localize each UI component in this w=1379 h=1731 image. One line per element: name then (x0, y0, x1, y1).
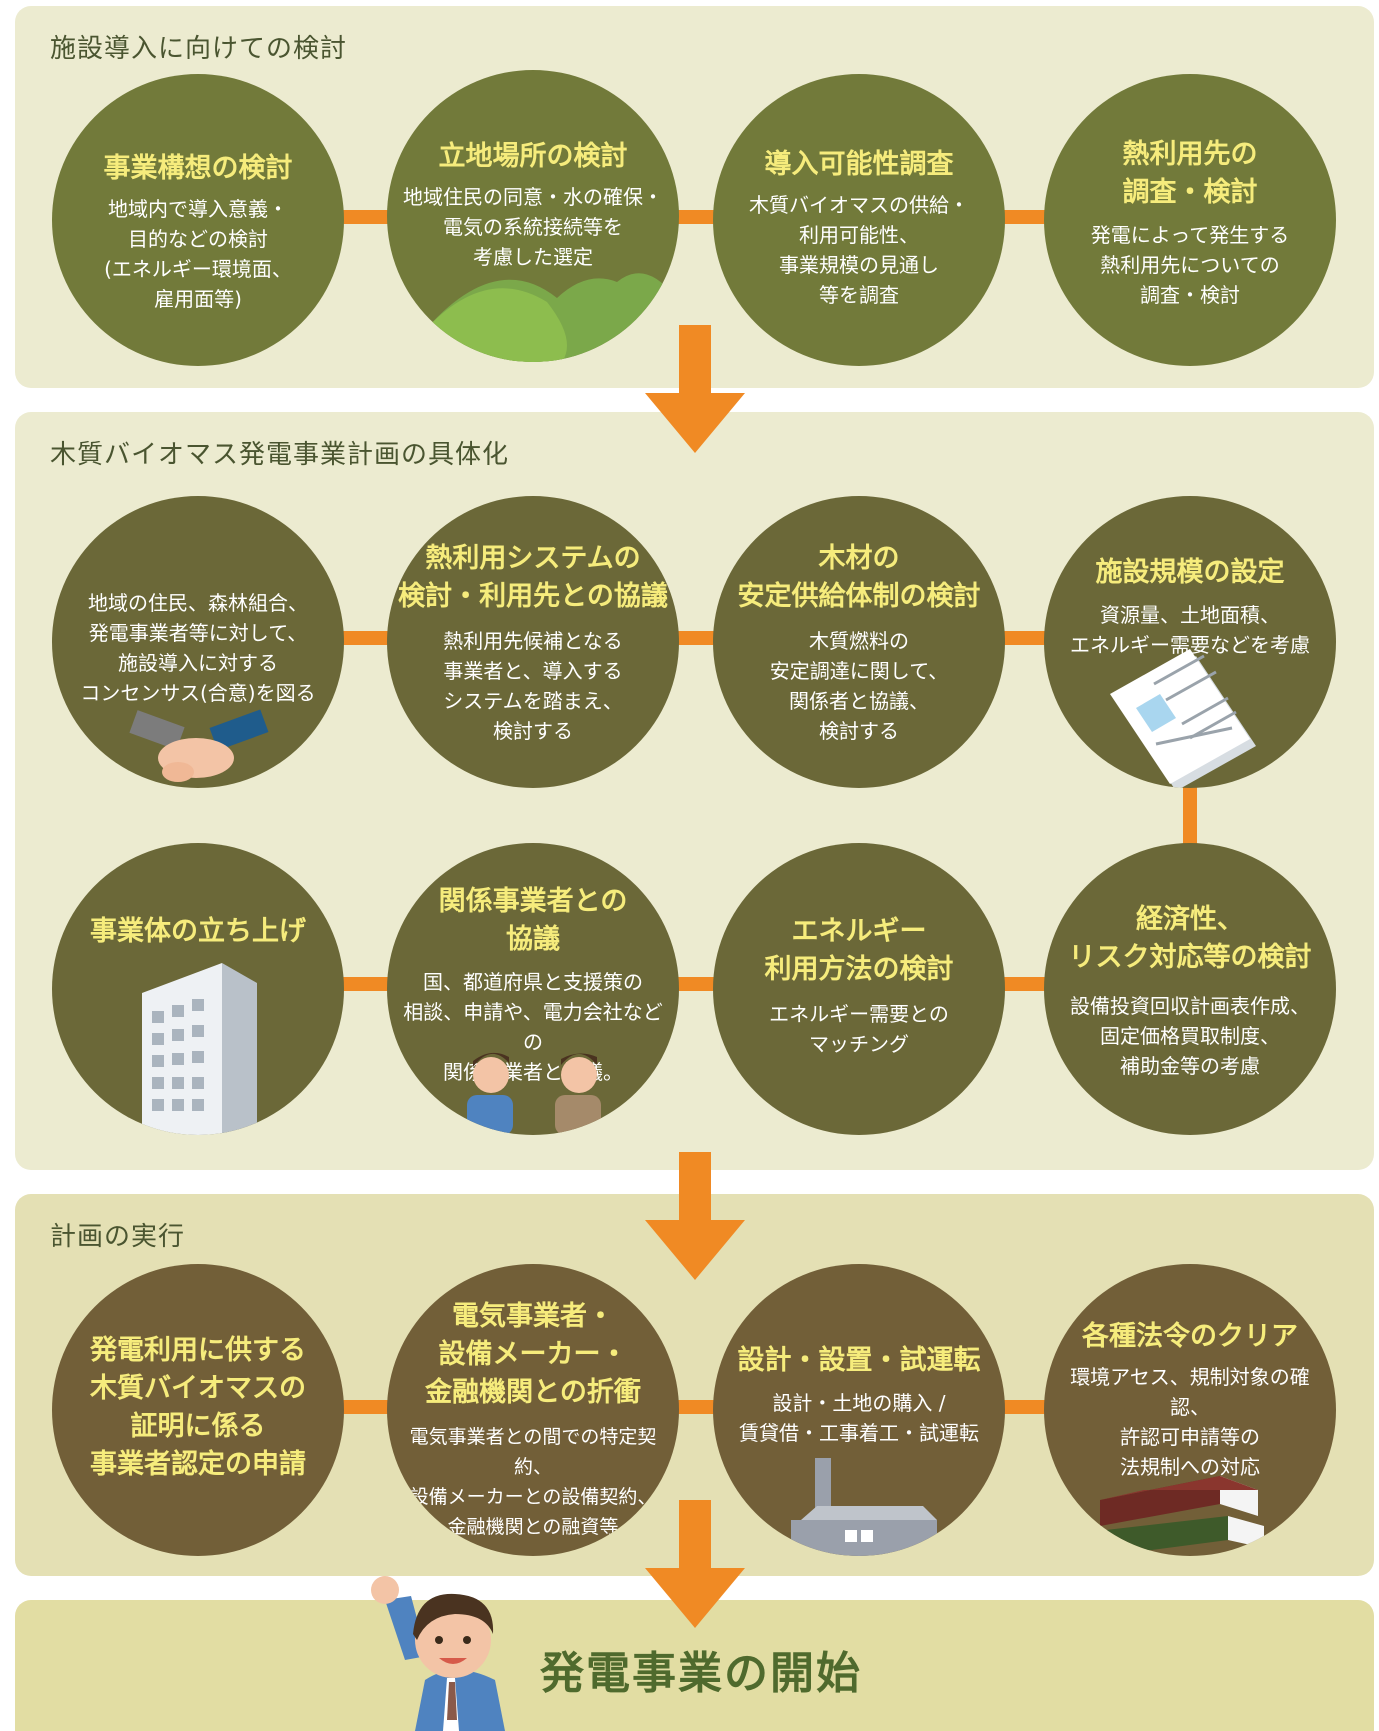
office-building-icon (142, 963, 257, 1135)
step-title: 各種法令のクリア (1082, 1321, 1298, 1352)
step-description: 地域住民の同意・水の確保・ 電気の系統接続等を 考慮した選定 (403, 185, 663, 269)
step-heat-system: 熱利用システムの 検討・利用先との協議 熱利用先候補となる 事業者と、導入する … (387, 496, 679, 788)
step-description: 設計・土地の購入 / 賃貸借・工事着工・試運転 (739, 1391, 979, 1445)
down-arrow-icon (645, 325, 745, 453)
step-certification-application: 発電利用に供する 木質バイオマスの 証明に係る 事業者認定の申請 (52, 1264, 344, 1556)
step-business-concept: 事業構想の検討 地域内で導入意義・ 目的などの検討 (エネルギー環境面、 雇用面… (52, 74, 344, 366)
books-icon (1100, 1476, 1264, 1556)
connector (1183, 780, 1197, 846)
step-description: 地域内で導入意義・ 目的などの検討 (エネルギー環境面、 雇用面等) (104, 197, 292, 311)
step-title: 発電利用に供する 木質バイオマスの 証明に係る 事業者認定の申請 (90, 1335, 306, 1480)
step-title: 熱利用先の 調査・検討 (1122, 139, 1258, 208)
down-arrow-icon (645, 1500, 745, 1628)
step-wood-supply: 木材の 安定供給体制の検討 木質燃料の 安定調達に関して、 関係者と協議、 検討… (713, 496, 1005, 788)
people-talking-icon (467, 1052, 601, 1135)
step-economic-risk: 経済性、 リスク対応等の検討 設備投資回収計画表作成、 固定価格買取制度、 補助… (1044, 843, 1336, 1135)
connector (1000, 210, 1052, 224)
step-description: 熱利用先候補となる 事業者と、導入する システムを踏まえ、 検討する (443, 629, 623, 743)
connector (1000, 977, 1052, 991)
connector (670, 1400, 722, 1414)
section-title-planning: 木質バイオマス発電事業計画の具体化 (50, 440, 510, 470)
step-description: 発電によって発生する 熱利用先についての 調査・検討 (1090, 223, 1290, 307)
step-legal-compliance: 各種法令のクリア 環境アセス、規制対象の確認、 許認可申請等の 法規制への対応 (1044, 1264, 1336, 1556)
step-title: 導入可能性調査 (764, 149, 954, 180)
step-consensus-building: 地域の住民、森林組合、 発電事業者等に対して、 施設導入に対する コンセンサス(… (52, 496, 344, 788)
connector (340, 631, 392, 645)
businessman-icon (371, 1576, 505, 1731)
mountain-illustration (387, 273, 679, 362)
step-description: 電気事業者との間での特定契約、 設備メーカーとの設備契約、 金融機関との融資等 (409, 1426, 657, 1538)
step-heat-use-survey: 熱利用先の 調査・検討 発電によって発生する 熱利用先についての 調査・検討 (1044, 74, 1336, 366)
step-entity-establishment: 事業体の立ち上げ (52, 843, 344, 1135)
step-title: 事業構想の検討 (103, 153, 293, 184)
step-title: 関係事業者との 協議 (438, 886, 628, 955)
step-title: 熱利用システムの 検討・利用先との協議 (398, 543, 668, 612)
connector (1000, 1400, 1052, 1414)
step-description: エネルギー需要との マッチング (769, 1002, 949, 1056)
step-description: 設備投資回収計画表作成、 固定価格買取制度、 補助金等の考慮 (1070, 994, 1310, 1078)
step-design-install: 設計・設置・試運転 設計・土地の購入 / 賃貸借・工事着工・試運転 (713, 1264, 1005, 1556)
step-title: 木材の 安定供給体制の検討 (737, 543, 981, 612)
step-title: エネルギー 利用方法の検討 (764, 916, 954, 985)
connector (340, 210, 392, 224)
step-energy-utilization: エネルギー 利用方法の検討 エネルギー需要との マッチング (713, 843, 1005, 1135)
section-title-study: 施設導入に向けての検討 (50, 34, 348, 64)
connector (670, 977, 722, 991)
connector (1000, 631, 1052, 645)
connector (340, 1400, 392, 1414)
step-title: 事業体の立ち上げ (90, 916, 306, 947)
step-description: 木質バイオマスの供給・ 利用可能性、 事業規模の見通し 等を調査 (749, 193, 969, 307)
factory-icon (791, 1458, 937, 1556)
step-stakeholder-consultation: 関係事業者との 協議 国、都道府県と支援策の 相談、申請や、電力会社などの 関係… (387, 843, 679, 1135)
step-title: 施設規模の設定 (1095, 557, 1285, 588)
step-description: 地域の住民、森林組合、 発電事業者等に対して、 施設導入に対する コンセンサス(… (80, 591, 316, 705)
step-facility-scale: 施設規模の設定 資源量、土地面積、 エネルギー需要などを考慮 (1044, 496, 1336, 788)
final-title: 発電事業の開始 (540, 1648, 862, 1699)
step-negotiation: 電気事業者・ 設備メーカー・ 金融機関との折衝 電気事業者との間での特定契約、 … (387, 1264, 679, 1556)
connector (670, 210, 722, 224)
step-feasibility-study: 導入可能性調査 木質バイオマスの供給・ 利用可能性、 事業規模の見通し 等を調査 (713, 74, 1005, 366)
step-title: 経済性、 リスク対応等の検討 (1068, 904, 1312, 973)
step-site-selection: 立地場所の検討 地域住民の同意・水の確保・ 電気の系統接続等を 考慮した選定 (387, 70, 679, 362)
step-description: 木質燃料の 安定調達に関して、 関係者と協議、 検討する (769, 629, 949, 743)
step-title: 立地場所の検討 (438, 141, 628, 172)
step-title: 電気事業者・ 設備メーカー・ 金融機関との折衝 (425, 1301, 641, 1408)
connector (670, 631, 722, 645)
down-arrow-icon (645, 1152, 745, 1280)
step-description: 環境アセス、規制対象の確認、 許認可申請等の 法規制への対応 (1070, 1365, 1310, 1479)
step-title: 設計・設置・試運転 (737, 1345, 981, 1376)
connector (340, 977, 392, 991)
section-title-execution: 計画の実行 (50, 1222, 186, 1252)
document-icon (1110, 649, 1256, 788)
handshake-icon (129, 709, 269, 782)
